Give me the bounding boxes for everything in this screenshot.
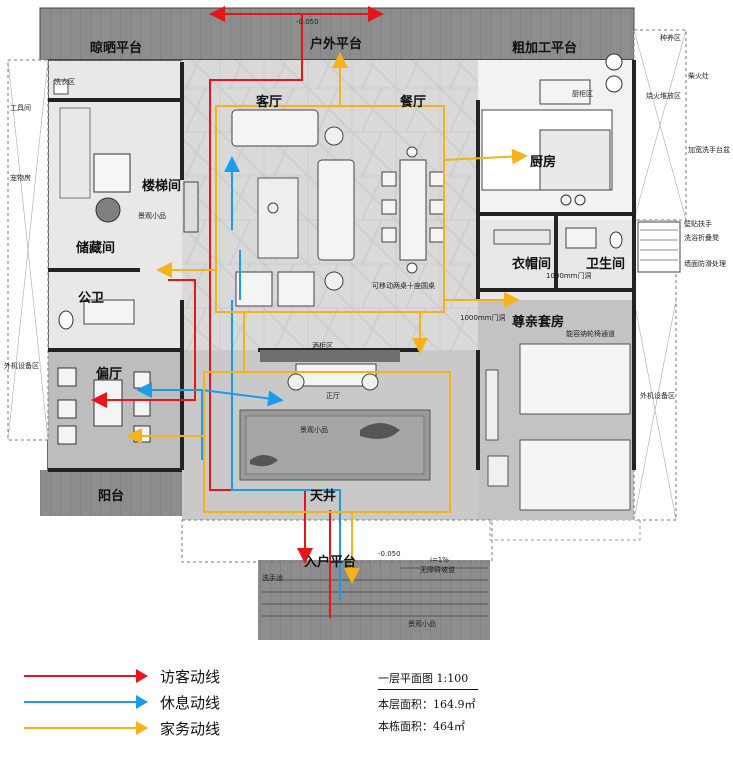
flow-service	[126, 52, 528, 584]
label-dining-room: 餐厅	[399, 94, 426, 110]
legend-visitor-line	[24, 675, 138, 677]
room-labels: 晾晒平台 户外平台 粗加工平台 客厅 餐厅 厨房 楼梯间 储藏间 公卫 偏厅 阳…	[75, 36, 625, 570]
label-side-hall: 偏厅	[96, 366, 122, 382]
label-living-room: 客厅	[256, 94, 282, 110]
note-tool-room: 工具间	[10, 104, 31, 112]
label-balcony: 阳台	[98, 488, 124, 504]
note-wheelchair: 能容纳轮椅通道	[566, 329, 615, 338]
note-pet-room: 宠物房	[10, 173, 31, 182]
furniture	[53, 53, 681, 511]
legend-rest-arrow-icon	[136, 695, 148, 709]
level-entry: -0.050	[378, 550, 401, 558]
note-door-1000: 1000mm门洞	[546, 271, 591, 280]
note-front-hall: 正厅	[326, 392, 340, 400]
legend-visitor-label: 访客动线	[160, 668, 221, 686]
note-handrail: 壁贴扶手	[684, 219, 712, 228]
legend-visitor: 访客动线	[24, 664, 254, 690]
note-fold-stool: 洗浴折叠凳	[684, 233, 719, 242]
legend-service: 家务动线	[24, 716, 254, 742]
label-bathroom: 卫生间	[586, 256, 625, 272]
note-planter: 种养区	[660, 33, 681, 42]
label-stair-room: 楼梯间	[142, 178, 181, 194]
label-public-wc: 公卫	[78, 291, 104, 306]
flow-legend: 访客动线 休息动线 家务动线	[24, 664, 254, 742]
legend-rest-line	[24, 701, 138, 703]
note-firewood: 柴火灶	[688, 71, 709, 80]
legend-visitor-arrow-icon	[136, 669, 148, 683]
floor-plan: 晾晒平台 户外平台 粗加工平台 客厅 餐厅 厨房 楼梯间 储藏间 公卫 偏厅 阳…	[4, 6, 730, 640]
floor-area: 本层面积：164.9㎡	[378, 698, 476, 711]
note-dining-table: 可移动两桌十座圆桌	[372, 281, 435, 290]
note-ac-right: 外机设备区	[640, 391, 675, 400]
label-cloakroom: 衣帽间	[512, 256, 551, 272]
label-outdoor-platform: 户外平台	[310, 36, 362, 52]
note-door-1000-b: 1000mm门洞	[460, 313, 505, 322]
plan-info: 一层平面图 1:100 本层面积：164.9㎡ 本栋面积：464㎡	[378, 670, 478, 734]
entry-stairs	[262, 567, 488, 617]
legend-service-label: 家务动线	[160, 720, 221, 738]
walls	[48, 60, 636, 472]
note-ramp: 无障碍坡道	[420, 565, 455, 574]
legend-rest: 休息动线	[24, 690, 254, 716]
legend-service-line	[24, 727, 138, 729]
note-shoe-wash: 洗手池	[262, 573, 283, 582]
legend-service-arrow-icon	[136, 721, 148, 735]
note-ac-left: 外机设备区	[4, 361, 39, 370]
note-landscape-1: 景观小品	[138, 211, 166, 220]
note-anti-slip: 墙面防滑处理	[684, 259, 726, 268]
label-elder-suite: 尊亲套房	[512, 314, 564, 330]
note-wood-storage: 烧火堆放区	[646, 91, 681, 100]
label-courtyard: 天井	[310, 488, 336, 504]
label-entry-platform: 入户平台	[304, 554, 356, 570]
note-cabinet-zone: 厨柜区	[572, 89, 593, 98]
note-slope: i=1%	[430, 556, 449, 564]
outer-platforms	[39, 7, 641, 640]
building-area: 本栋面积：464㎡	[378, 720, 465, 733]
label-processing-platform: 粗加工平台	[512, 40, 577, 56]
note-wash-basin: 加宽洗手台盆	[688, 145, 730, 154]
flow-visitor	[91, 6, 384, 618]
note-landscape-3: 景观小品	[408, 619, 436, 628]
note-wash-area: 洗衣区	[54, 77, 75, 86]
label-kitchen: 厨房	[530, 154, 556, 170]
label-storage: 储藏间	[75, 240, 115, 256]
level-top: -0.050	[296, 18, 319, 26]
annotations: -0.050 -0.050 洗衣区 工具间 宠物房 外机设备区 外机设备区 景观…	[4, 18, 730, 628]
note-wine-area: 酒柜区	[312, 341, 333, 350]
plan-title: 一层平面图 1:100	[378, 670, 478, 690]
note-landscape-2: 景观小品	[300, 425, 328, 434]
label-sun-deck: 晾晒平台	[90, 40, 142, 56]
legend-rest-label: 休息动线	[160, 694, 221, 712]
